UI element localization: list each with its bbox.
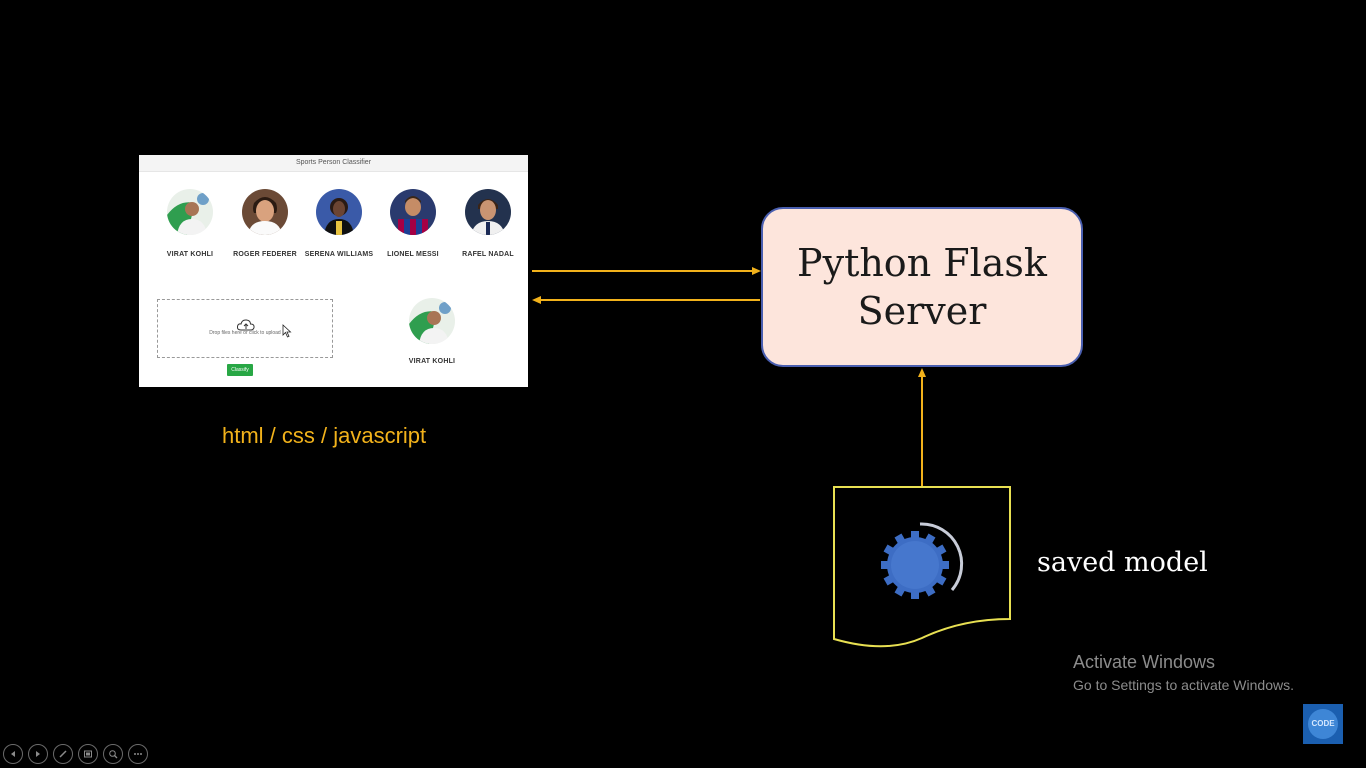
avatar [167, 189, 213, 235]
request-arrow [532, 267, 761, 275]
saved-model-label: saved model [1037, 547, 1208, 578]
avatar [242, 189, 288, 235]
zoom-icon[interactable] [103, 744, 123, 764]
player-card[interactable]: ROGER FEDERER [230, 189, 300, 259]
player-name: ROGER FEDERER [233, 251, 297, 258]
classification-result: VIRAT KOHLI [397, 298, 467, 366]
player-card[interactable]: VIRAT KOHLI [155, 189, 225, 259]
player-name: LIONEL MESSI [387, 251, 439, 258]
mouse-cursor-icon [282, 324, 292, 338]
response-arrow [532, 296, 760, 304]
avatar [390, 189, 436, 235]
frontend-tech-label: html / css / javascript [222, 423, 427, 448]
cloud-upload-icon [237, 319, 255, 331]
player-card[interactable]: RAFEL NADAL [453, 189, 523, 259]
result-name: VIRAT KOHLI [408, 358, 456, 365]
server-label: Python Flask Server [797, 241, 1047, 333]
flask-server-box: Python Flask Server [761, 207, 1083, 367]
more-icon[interactable] [128, 744, 148, 764]
avatar [316, 189, 362, 235]
dropzone-hint: Drop files here or click to upload [209, 330, 281, 336]
activation-subtitle: Go to Settings to activate Windows. [1073, 677, 1294, 693]
pen-icon[interactable] [53, 744, 73, 764]
classify-button[interactable]: Classify [227, 364, 253, 376]
channel-logo-text: CODE [1308, 709, 1338, 739]
file-dropzone[interactable]: Drop files here or click to upload [157, 299, 333, 358]
gear-icon [881, 522, 964, 599]
slides-icon[interactable] [78, 744, 98, 764]
slideshow-controls [3, 744, 148, 764]
channel-logo: CODE [1303, 704, 1343, 744]
model-load-arrow [918, 368, 926, 487]
player-name: RAFEL NADAL [462, 251, 514, 258]
activation-title: Activate Windows [1073, 652, 1216, 672]
previous-icon[interactable] [3, 744, 23, 764]
player-name: SERENA WILLIAMS [304, 251, 374, 258]
app-title: Sports Person Classifier [139, 155, 528, 172]
player-name: VIRAT KOHLI [166, 251, 214, 258]
avatar [465, 189, 511, 235]
web-app-screenshot: Sports Person Classifier VIRAT KOHLI [139, 155, 528, 387]
player-card[interactable]: LIONEL MESSI [378, 189, 448, 259]
player-gallery: VIRAT KOHLI ROGER FEDERER [139, 189, 528, 279]
player-card[interactable]: SERENA WILLIAMS [304, 189, 374, 259]
avatar [409, 298, 455, 344]
next-icon[interactable] [28, 744, 48, 764]
